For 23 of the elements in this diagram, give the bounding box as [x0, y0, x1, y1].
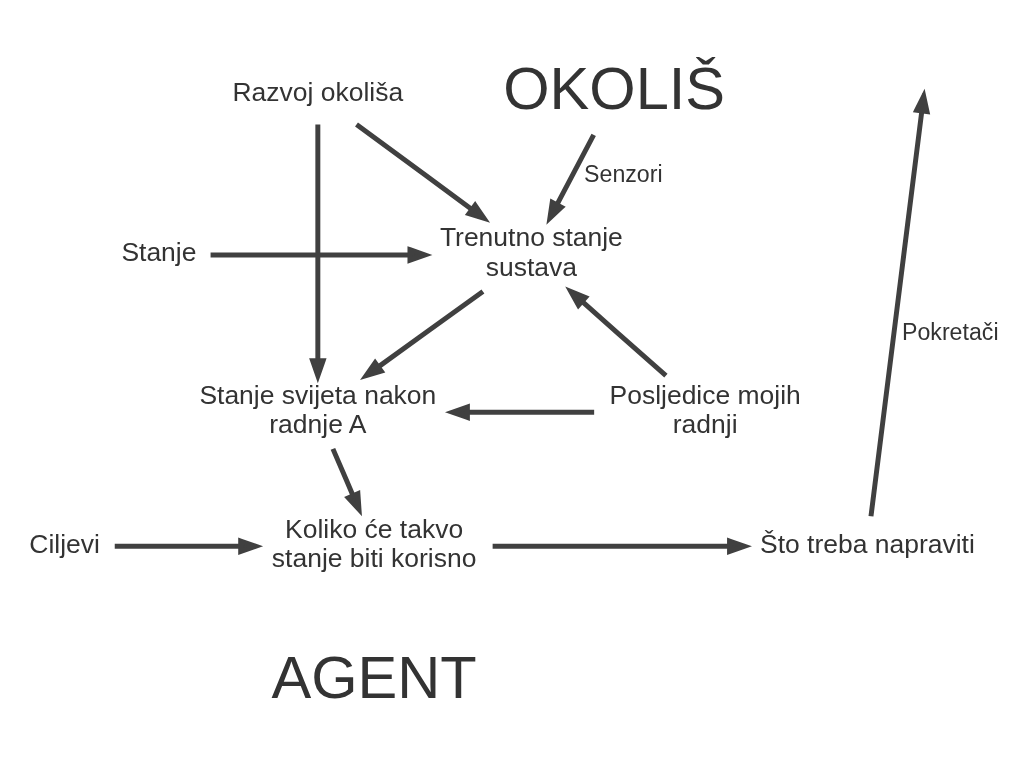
label: AGENT: [271, 644, 477, 712]
edge-label: Senzori: [584, 161, 663, 188]
arrow: [565, 286, 668, 378]
arrow: [360, 289, 485, 381]
node-text: Stanje: [121, 237, 197, 268]
node-text: Koliko će takvo stanje biti korisno: [271, 513, 477, 574]
arrow: [210, 246, 433, 264]
node-text: Posljedice mojih radnji: [609, 379, 801, 440]
node-text: OKOLIŠ: [503, 54, 726, 122]
edge-label: Pokretači: [902, 318, 999, 345]
arrow: [492, 537, 752, 555]
node-text: Ciljevi: [29, 528, 100, 559]
arrow: [355, 122, 491, 223]
arrow: [546, 133, 596, 225]
node-text: Što treba napraviti: [760, 528, 975, 559]
node-text: Razvoj okoliša: [232, 76, 404, 107]
node-text: Trenutno stanje sustava: [439, 222, 623, 283]
arrow: [114, 537, 264, 555]
node-text: Stanje svijeta nakon radnje A: [199, 379, 437, 440]
arrow: [868, 88, 931, 517]
arrow: [309, 124, 327, 384]
arrow: [444, 403, 595, 421]
arrow: [330, 447, 362, 517]
